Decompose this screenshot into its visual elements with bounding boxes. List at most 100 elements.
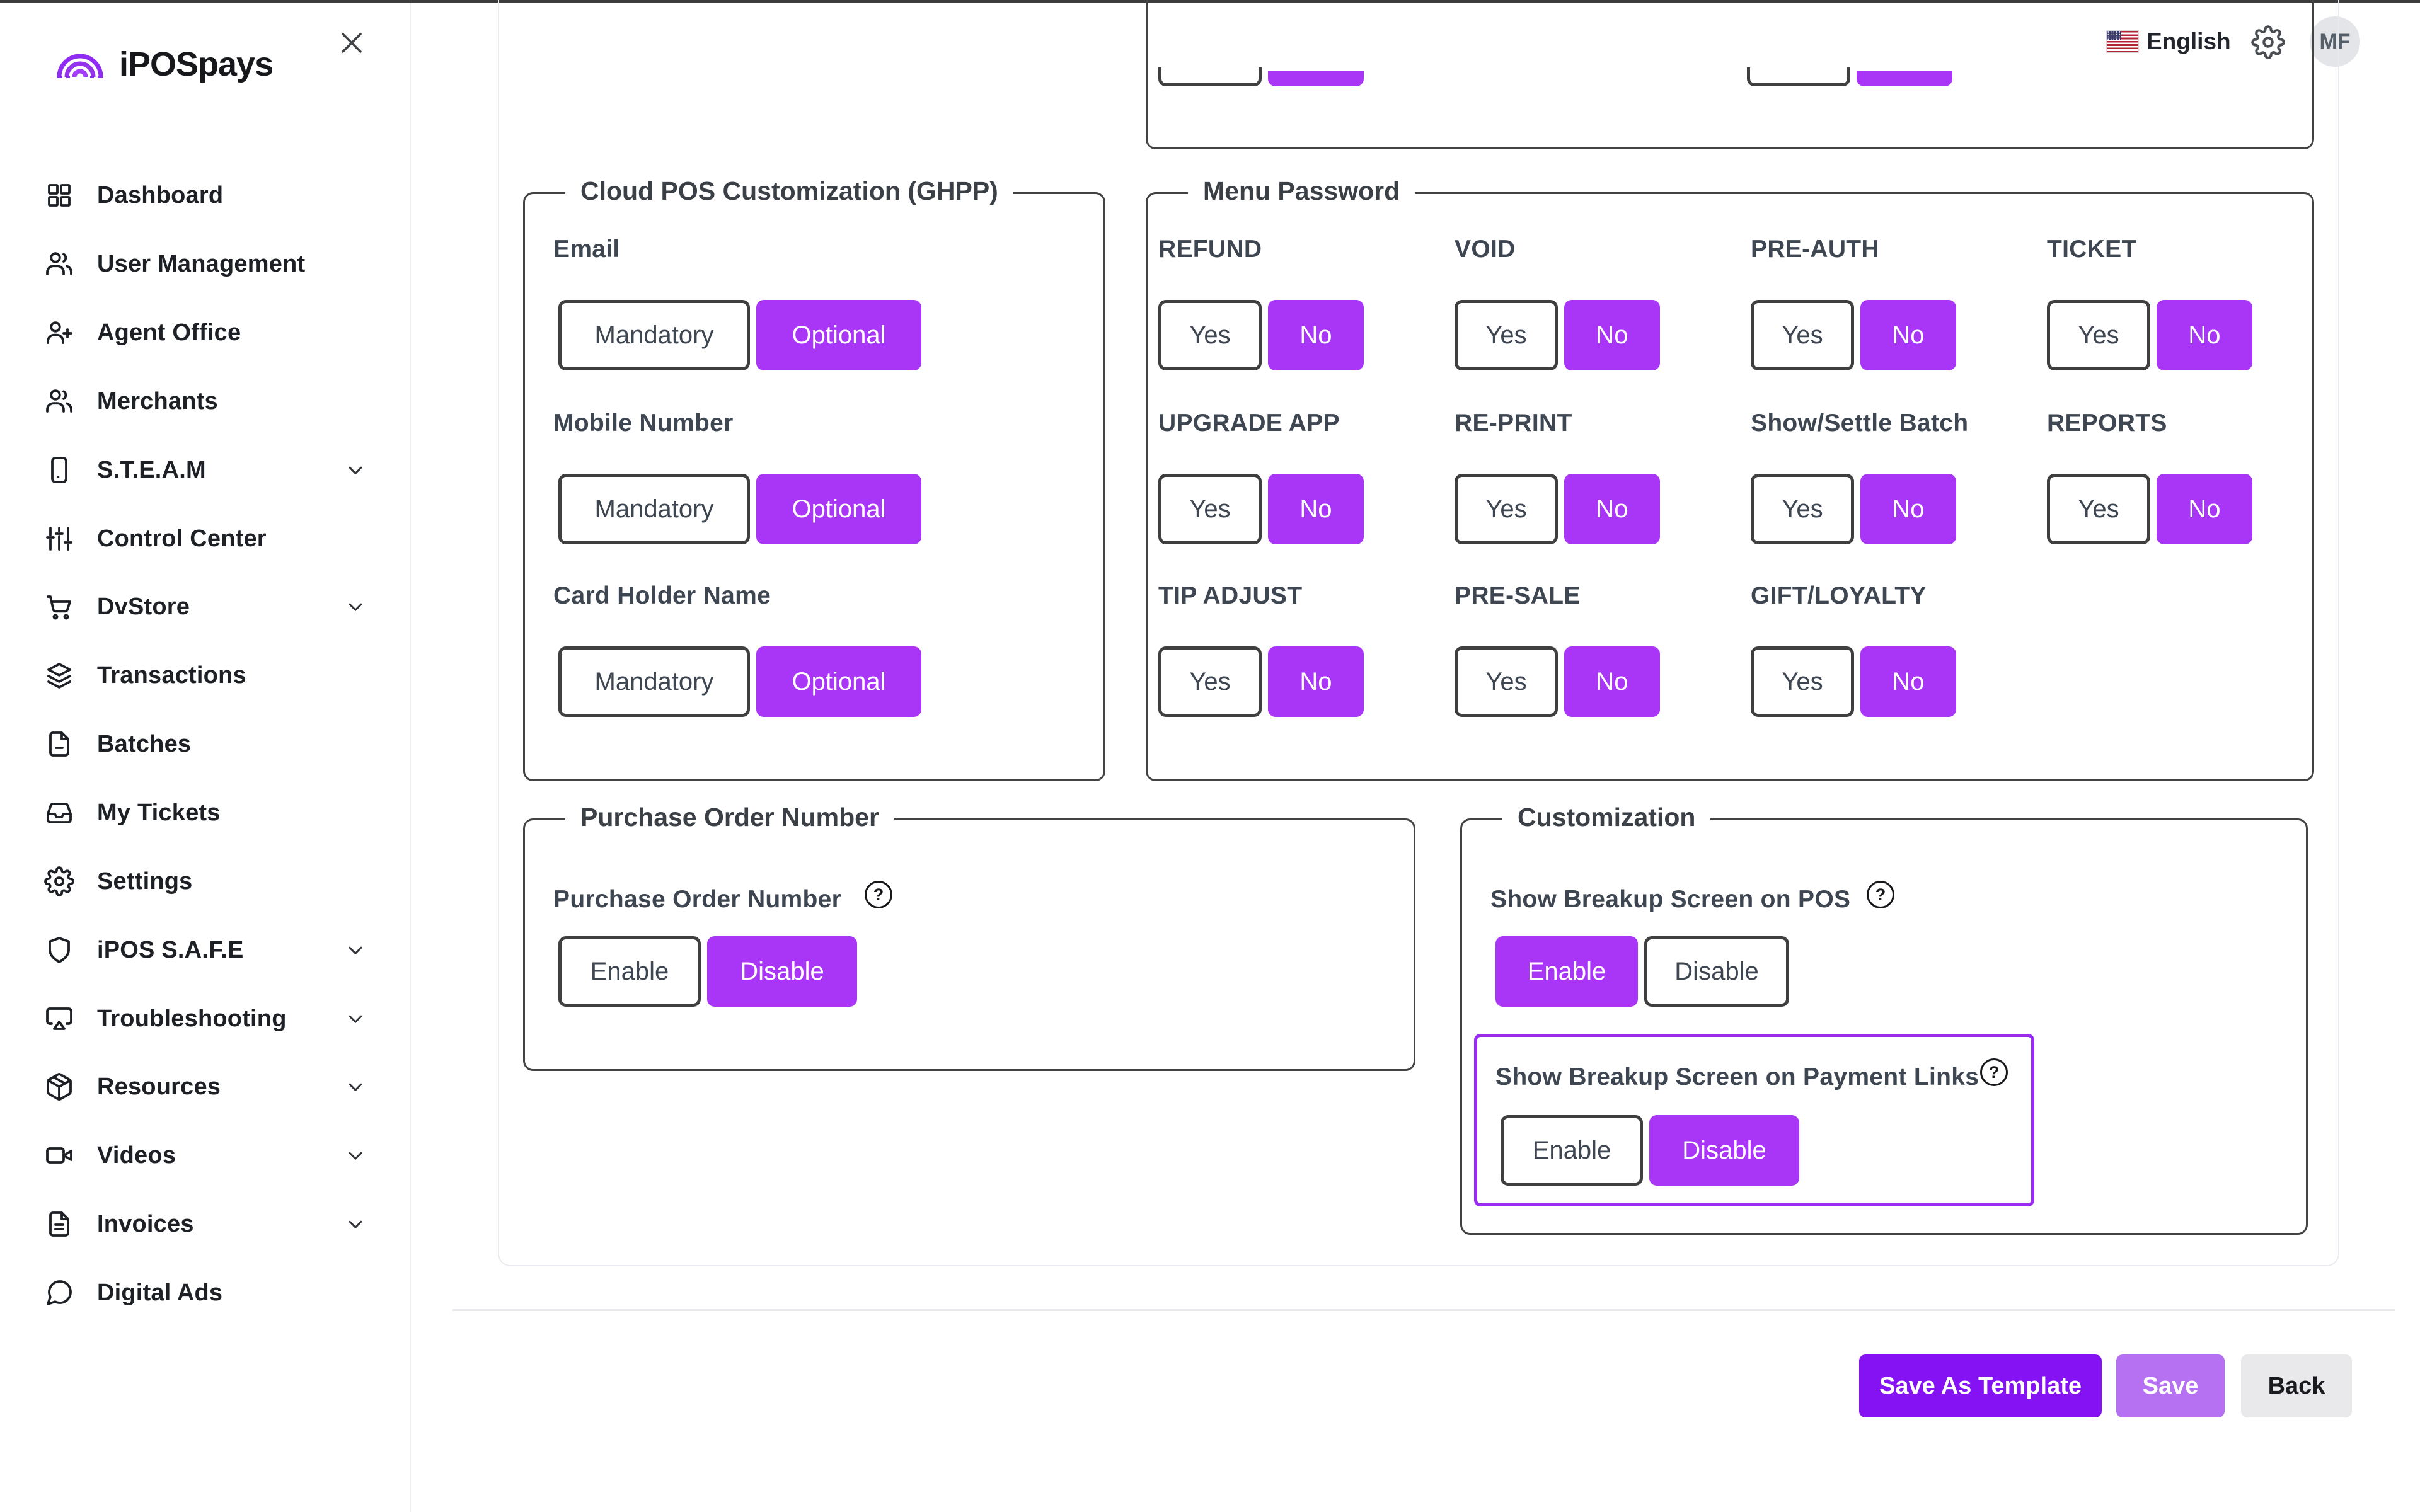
mobile-optional-button[interactable]: Optional bbox=[756, 474, 921, 544]
breakup-pos-disable-button[interactable]: Disable bbox=[1644, 936, 1789, 1007]
gift-loyalty-yes-button[interactable]: Yes bbox=[1751, 646, 1854, 717]
menu-item-label: PRE-AUTH bbox=[1751, 236, 1879, 263]
ticket-no-button[interactable]: No bbox=[2157, 300, 2252, 370]
footer-divider bbox=[452, 1309, 2395, 1311]
sidebar-item-invoices[interactable]: Invoices bbox=[44, 1190, 377, 1258]
sidebar-item-steam[interactable]: S.T.E.A.M bbox=[44, 436, 377, 504]
breakup-pos-label: Show Breakup Screen on POS bbox=[1490, 886, 1851, 913]
package-icon bbox=[44, 1072, 74, 1102]
rainbow-arcs-icon bbox=[55, 44, 105, 84]
sidebar-item-label: Troubleshooting bbox=[97, 1005, 287, 1032]
sidebar-item-transactions[interactable]: Transactions bbox=[44, 641, 377, 709]
gift-loyalty-no-button[interactable]: No bbox=[1860, 646, 1956, 717]
clipped-toggle-outline[interactable] bbox=[1747, 67, 1850, 86]
refund-no-button[interactable]: No bbox=[1268, 300, 1364, 370]
reports-no-button[interactable]: No bbox=[2157, 474, 2252, 544]
sidebar-item-dvstore[interactable]: DvStore bbox=[44, 573, 377, 641]
help-icon[interactable]: ? bbox=[1867, 881, 1894, 908]
settings-gear-icon[interactable] bbox=[2251, 25, 2285, 59]
reports-yes-button[interactable]: Yes bbox=[2047, 474, 2150, 544]
screen-share-icon bbox=[44, 1004, 74, 1034]
sidebar-item-dashboard[interactable]: Dashboard bbox=[44, 161, 377, 229]
breakup-pos-enable-button[interactable]: Enable bbox=[1495, 936, 1638, 1007]
void-yes-button[interactable]: Yes bbox=[1455, 300, 1558, 370]
chevron-down-icon bbox=[344, 1007, 367, 1030]
sidebar-item-batches[interactable]: Batches bbox=[44, 710, 377, 778]
sidebar-item-my-tickets[interactable]: My Tickets bbox=[44, 779, 377, 847]
help-icon[interactable]: ? bbox=[1980, 1058, 2008, 1086]
tip-adjust-yes-button[interactable]: Yes bbox=[1158, 646, 1262, 717]
sidebar-item-label: Digital Ads bbox=[97, 1279, 223, 1306]
save-as-template-button[interactable]: Save As Template bbox=[1859, 1354, 2102, 1418]
menu-password-panel: Menu Password bbox=[1146, 176, 2314, 781]
menu-item-label: PRE-SALE bbox=[1455, 582, 1581, 609]
reprint-no-button[interactable]: No bbox=[1564, 474, 1660, 544]
sidebar-item-user-management[interactable]: User Management bbox=[44, 230, 377, 298]
sliders-icon bbox=[44, 524, 74, 554]
settle-batch-no-button[interactable]: No bbox=[1860, 474, 1956, 544]
sidebar-item-videos[interactable]: Videos bbox=[44, 1121, 377, 1189]
help-icon[interactable]: ? bbox=[865, 881, 892, 908]
presale-yes-button[interactable]: Yes bbox=[1455, 646, 1558, 717]
settle-batch-yes-button[interactable]: Yes bbox=[1751, 474, 1854, 544]
breakup-links-enable-button[interactable]: Enable bbox=[1501, 1115, 1643, 1186]
void-no-button[interactable]: No bbox=[1564, 300, 1660, 370]
customization-panel: Customization bbox=[1460, 803, 2308, 1235]
video-camera-icon bbox=[44, 1140, 74, 1171]
sidebar-item-merchants[interactable]: Merchants bbox=[44, 367, 377, 435]
ticket-yes-button[interactable]: Yes bbox=[2047, 300, 2150, 370]
email-mandatory-button[interactable]: Mandatory bbox=[558, 300, 750, 370]
sidebar-item-settings[interactable]: Settings bbox=[44, 847, 377, 915]
gear-icon bbox=[44, 866, 74, 896]
sidebar-item-control-center[interactable]: Control Center bbox=[44, 505, 377, 573]
upgrade-app-yes-button[interactable]: Yes bbox=[1158, 474, 1262, 544]
email-optional-button[interactable]: Optional bbox=[756, 300, 921, 370]
upgrade-app-no-button[interactable]: No bbox=[1268, 474, 1364, 544]
menu-item-label: UPGRADE APP bbox=[1158, 410, 1340, 437]
panel-legend: Customization bbox=[1502, 803, 1711, 832]
save-button[interactable]: Save bbox=[2116, 1354, 2225, 1418]
sidebar-item-resources[interactable]: Resources bbox=[44, 1053, 377, 1121]
tip-adjust-no-button[interactable]: No bbox=[1268, 646, 1364, 717]
preauth-no-button[interactable]: No bbox=[1860, 300, 1956, 370]
cardholder-mandatory-button[interactable]: Mandatory bbox=[558, 646, 750, 717]
sidebar-item-digital-ads[interactable]: Digital Ads bbox=[44, 1259, 377, 1327]
sidebar-item-ipos-safe[interactable]: iPOS S.A.F.E bbox=[44, 916, 377, 984]
sidebar-item-troubleshooting[interactable]: Troubleshooting bbox=[44, 985, 377, 1053]
menu-item-label: VOID bbox=[1455, 236, 1516, 263]
sidebar-item-agent-office[interactable]: Agent Office bbox=[44, 299, 377, 367]
reprint-yes-button[interactable]: Yes bbox=[1455, 474, 1558, 544]
avatar[interactable]: MF bbox=[2310, 16, 2360, 67]
close-icon[interactable] bbox=[337, 28, 367, 58]
inbox-icon bbox=[44, 798, 74, 828]
sidebar-item-label: iPOS S.A.F.E bbox=[97, 936, 244, 963]
presale-no-button[interactable]: No bbox=[1564, 646, 1660, 717]
users-icon bbox=[44, 249, 74, 279]
window-edge-line bbox=[0, 0, 2420, 3]
refund-yes-button[interactable]: Yes bbox=[1158, 300, 1262, 370]
purchase-order-panel: Purchase Order Number bbox=[523, 803, 1415, 1071]
mobile-mandatory-button[interactable]: Mandatory bbox=[558, 474, 750, 544]
back-button[interactable]: Back bbox=[2241, 1354, 2352, 1418]
sidebar-item-label: Control Center bbox=[97, 525, 267, 552]
clipped-toggle-filled[interactable] bbox=[1857, 71, 1952, 86]
sidebar-item-label: User Management bbox=[97, 250, 306, 277]
language-selector[interactable]: English bbox=[2146, 28, 2231, 54]
field-label-email: Email bbox=[553, 236, 620, 263]
sidebar-item-label: Resources bbox=[97, 1073, 221, 1100]
purchase-order-disable-button[interactable]: Disable bbox=[707, 936, 857, 1007]
clipped-toggle-outline[interactable] bbox=[1158, 67, 1262, 86]
purchase-order-enable-button[interactable]: Enable bbox=[558, 936, 701, 1007]
purchase-order-field-label: Purchase Order Number bbox=[553, 886, 842, 913]
smartphone-icon bbox=[44, 455, 74, 485]
clipped-toggle-filled[interactable] bbox=[1268, 71, 1364, 86]
cardholder-optional-button[interactable]: Optional bbox=[756, 646, 921, 717]
sidebar-item-label: Dashboard bbox=[97, 181, 224, 209]
breakup-links-disable-button[interactable]: Disable bbox=[1649, 1115, 1799, 1186]
layers-icon bbox=[44, 660, 74, 690]
brand-logo[interactable]: iPOSpays bbox=[55, 44, 274, 84]
sidebar-item-label: Invoices bbox=[97, 1210, 194, 1237]
preauth-yes-button[interactable]: Yes bbox=[1751, 300, 1854, 370]
panel-legend: Menu Password bbox=[1188, 176, 1415, 206]
file-minus-icon bbox=[44, 729, 74, 759]
